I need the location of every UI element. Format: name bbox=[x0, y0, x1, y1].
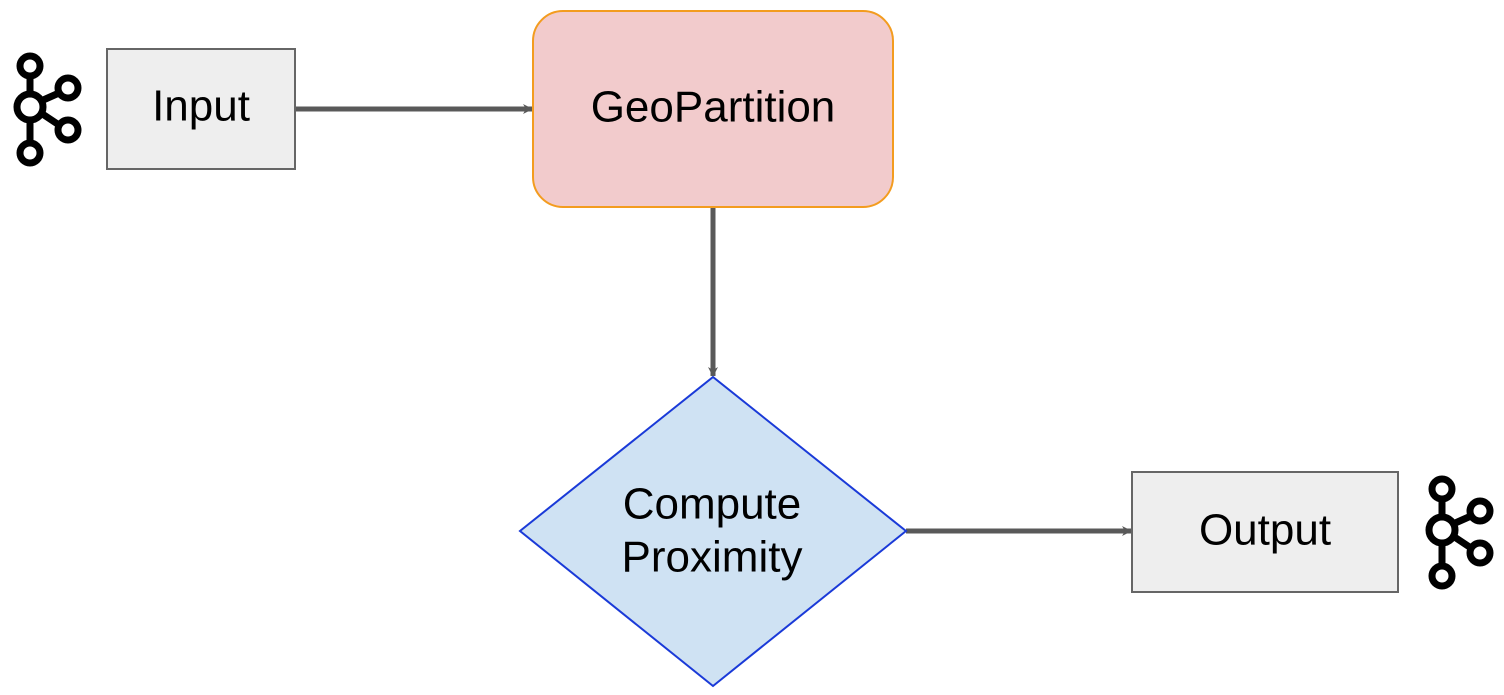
geopartition-node-label: GeoPartition bbox=[591, 83, 836, 132]
output-node-box bbox=[1131, 471, 1399, 593]
geopartition-node-box bbox=[532, 10, 894, 208]
kafka-logo-icon bbox=[13, 52, 82, 167]
compute-proximity-diamond bbox=[518, 375, 908, 688]
compute-proximity-label-line2: Proximity bbox=[622, 533, 803, 582]
input-node[interactable]: Input bbox=[106, 48, 296, 170]
compute-proximity-label-line1: Compute bbox=[623, 480, 802, 529]
input-node-box bbox=[106, 48, 296, 170]
output-node[interactable]: Output bbox=[1131, 471, 1399, 593]
compute-proximity-node[interactable]: Compute Proximity bbox=[518, 375, 908, 688]
output-node-label: Output bbox=[1199, 506, 1331, 555]
kafka-logo-icon bbox=[1425, 475, 1494, 590]
geopartition-node[interactable]: GeoPartition bbox=[532, 10, 894, 208]
input-node-label: Input bbox=[152, 82, 250, 131]
